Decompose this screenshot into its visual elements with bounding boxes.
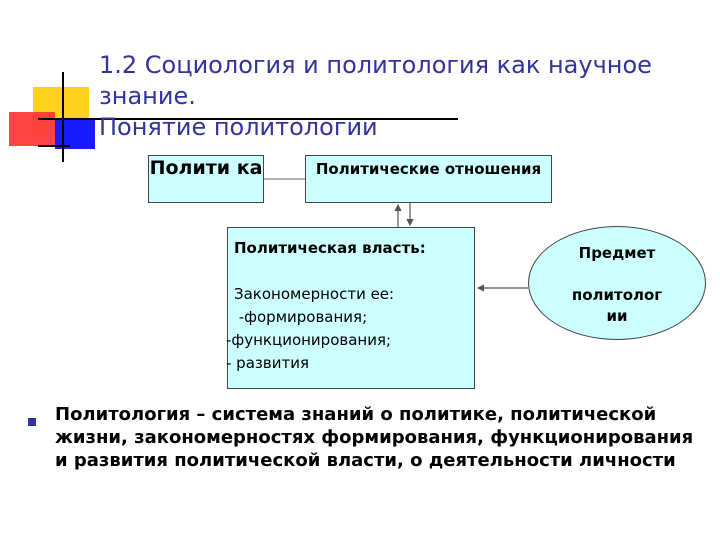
political-relations-box: Политические отношения [305,155,552,203]
decor-horizontal-line [38,118,458,120]
decor-blue-square [55,119,95,149]
subject-line-1: Предмет [578,244,656,262]
power-heading: Политическая власть: [234,239,426,257]
definition-text: Политология – система знаний о политике,… [55,404,694,471]
decor-short-line [38,145,70,147]
politika-box: Полити ка [148,155,264,203]
political-power-box: Политическая власть: Закономерности ее: … [226,227,475,389]
power-spacer [234,260,468,283]
decor-red-square [9,112,55,146]
title-line-1: 1.2 Социология и политология как научное [99,51,652,79]
power-line-2: -формирования; [234,308,368,326]
bullet-square-icon [28,418,36,426]
subject-line-2: политолог [571,286,663,304]
slide-title: 1.2 Социология и политология как научное… [99,50,699,143]
title-line-3: Понятие политологии [99,113,378,141]
title-line-2: знание. [99,82,196,110]
power-line-3: -функционирования; [226,331,392,349]
decor-vertical-line [62,72,64,162]
subject-ellipse: Предмет политолог ии [528,226,706,340]
subject-gap [529,264,705,285]
power-line-1: Закономерности ее: [234,285,395,303]
power-line-4: - развития [226,354,309,372]
subject-line-3: ии [606,307,628,325]
